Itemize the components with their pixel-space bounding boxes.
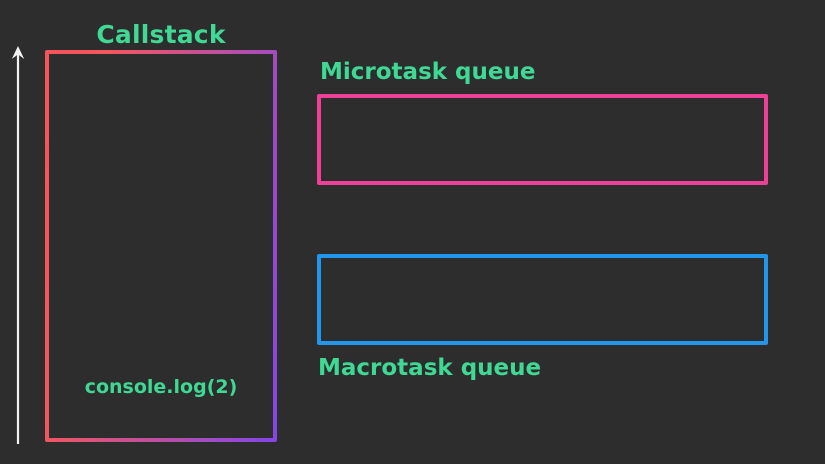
callstack-title: Callstack [96,20,226,49]
macrotask-queue-box [317,254,768,345]
stack-growth-arrow [6,42,30,448]
callstack-frame-item: console.log(2) [84,376,238,398]
callstack-box [45,50,277,442]
microtask-queue-box [317,94,768,185]
microtask-queue-title: Microtask queue [320,59,536,85]
up-arrow-icon [11,46,25,444]
macrotask-queue-title: Macrotask queue [318,355,542,381]
